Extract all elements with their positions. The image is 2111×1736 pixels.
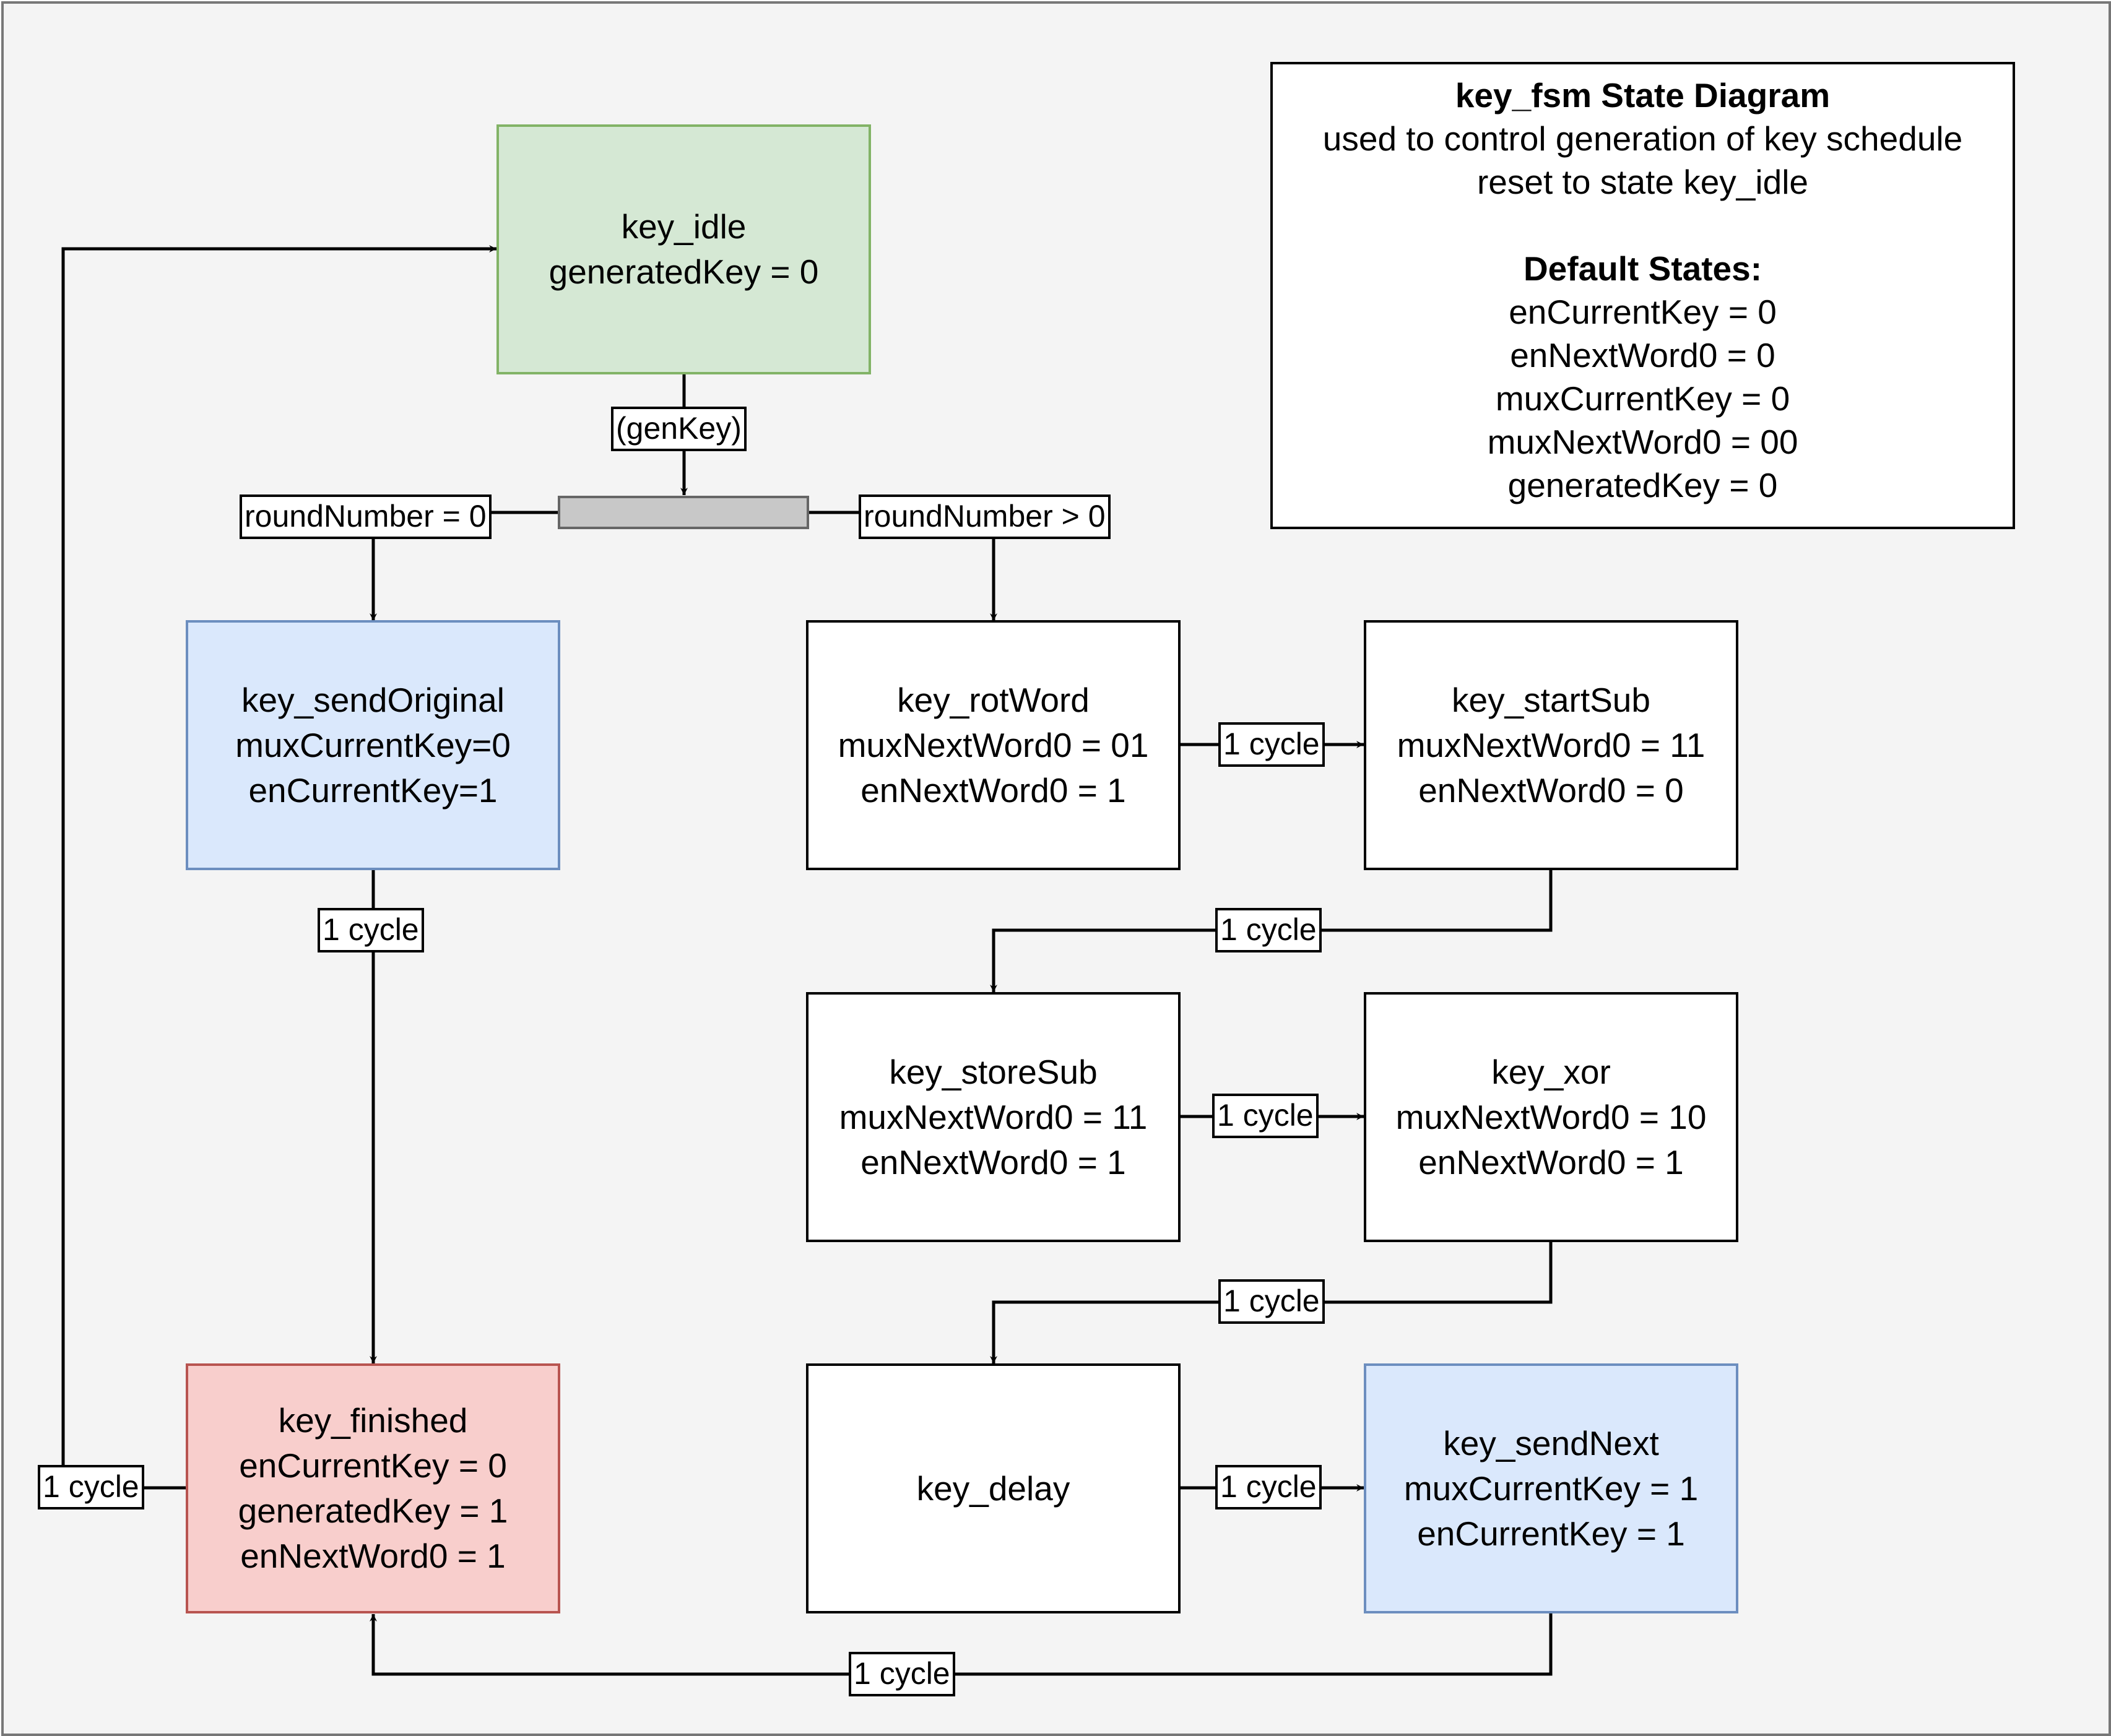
label-startsub-to-storesub: 1 cycle — [1215, 908, 1322, 952]
state-key-store-sub[interactable]: key_storeSub muxNextWord0 = 11 enNextWord0… — [806, 992, 1181, 1242]
state-key-idle[interactable]: key_idle generatedKey = 0 — [496, 124, 871, 374]
state-name: key_finished — [278, 1401, 468, 1440]
state-name: key_xor — [1491, 1052, 1611, 1091]
state-output: muxNextWord0 = 10 — [1395, 1097, 1707, 1136]
legend-box: key_fsm State Diagram used to control ge… — [1270, 62, 2015, 529]
state-name: key_delay — [916, 1469, 1070, 1508]
state-key-finished[interactable]: key_finished enCurrentKey = 0 generatedKey… — [186, 1363, 560, 1613]
legend-description: used to control generation of key schedu… — [1322, 119, 1963, 158]
state-output: muxNextWord0 = 01 — [838, 725, 1149, 764]
state-key-delay[interactable]: key_delay — [806, 1363, 1181, 1613]
legend-spacer — [1273, 204, 2013, 247]
decision-bar — [558, 496, 809, 529]
legend-default-item: muxNextWord0 = 00 — [1487, 423, 1798, 461]
state-output: enNextWord0 = 1 — [240, 1537, 506, 1575]
state-output: generatedKey = 1 — [238, 1492, 508, 1530]
state-output: enNextWord0 = 0 — [1418, 771, 1684, 810]
state-output: generatedKey = 0 — [548, 253, 819, 291]
state-output: enNextWord0 = 1 — [1418, 1142, 1684, 1181]
state-output: enNextWord0 = 1 — [860, 771, 1126, 810]
state-name: key_storeSub — [889, 1052, 1098, 1091]
state-name: key_idle — [621, 207, 747, 246]
legend-reset-note: reset to state key_idle — [1476, 163, 1808, 201]
label-finished-to-idle: 1 cycle — [38, 1465, 144, 1509]
state-key-start-sub[interactable]: key_startSub muxNextWord0 = 11 enNextWord0… — [1364, 620, 1738, 870]
state-output: enNextWord0 = 1 — [860, 1142, 1126, 1181]
state-name: key_startSub — [1451, 680, 1650, 719]
legend-default-item: generatedKey = 0 — [1507, 466, 1778, 504]
state-key-xor[interactable]: key_xor muxNextWord0 = 10 enNextWord0 = 1 — [1364, 992, 1738, 1242]
state-key-send-next[interactable]: key_sendNext muxCurrentKey = 1 enCurrentKe… — [1364, 1363, 1738, 1613]
state-output: muxNextWord0 = 11 — [839, 1097, 1148, 1136]
state-output: muxNextWord0 = 11 — [1397, 725, 1706, 764]
legend-defaults-title: Default States: — [1523, 249, 1762, 288]
legend-default-item: enNextWord0 = 0 — [1510, 336, 1775, 374]
label-round-gt-zero: roundNumber > 0 — [859, 494, 1111, 539]
label-sendnext-to-finished: 1 cycle — [849, 1652, 955, 1696]
legend-default-item: muxCurrentKey = 0 — [1495, 379, 1790, 418]
label-rotword-to-startsub: 1 cycle — [1218, 722, 1325, 767]
state-output: muxCurrentKey = 1 — [1403, 1469, 1699, 1508]
label-sendoriginal-to-finished: 1 cycle — [318, 908, 424, 952]
edge-sendnext-to-finished — [370, 1612, 1553, 1676]
state-name: key_sendNext — [1443, 1423, 1659, 1462]
state-output: enCurrentKey = 0 — [239, 1446, 507, 1485]
label-xor-to-delay: 1 cycle — [1218, 1279, 1325, 1324]
state-output: enCurrentKey=1 — [248, 771, 498, 810]
label-storesub-to-xor: 1 cycle — [1212, 1094, 1319, 1138]
state-name: key_rotWord — [897, 680, 1090, 719]
state-key-send-original[interactable]: key_sendOriginal muxCurrentKey=0 enCurrent… — [186, 620, 560, 870]
legend-title: key_fsm State Diagram — [1455, 76, 1831, 114]
label-delay-to-sendnext: 1 cycle — [1215, 1465, 1322, 1509]
label-round-zero: roundNumber = 0 — [240, 494, 492, 539]
state-key-rot-word[interactable]: key_rotWord muxNextWord0 = 01 enNextWord0 … — [806, 620, 1181, 870]
state-output: muxCurrentKey=0 — [235, 725, 511, 764]
state-output: enCurrentKey = 1 — [1417, 1514, 1685, 1553]
label-genkey: (genKey) — [611, 407, 747, 451]
state-name: key_sendOriginal — [241, 680, 505, 719]
legend-default-item: enCurrentKey = 0 — [1509, 293, 1777, 331]
